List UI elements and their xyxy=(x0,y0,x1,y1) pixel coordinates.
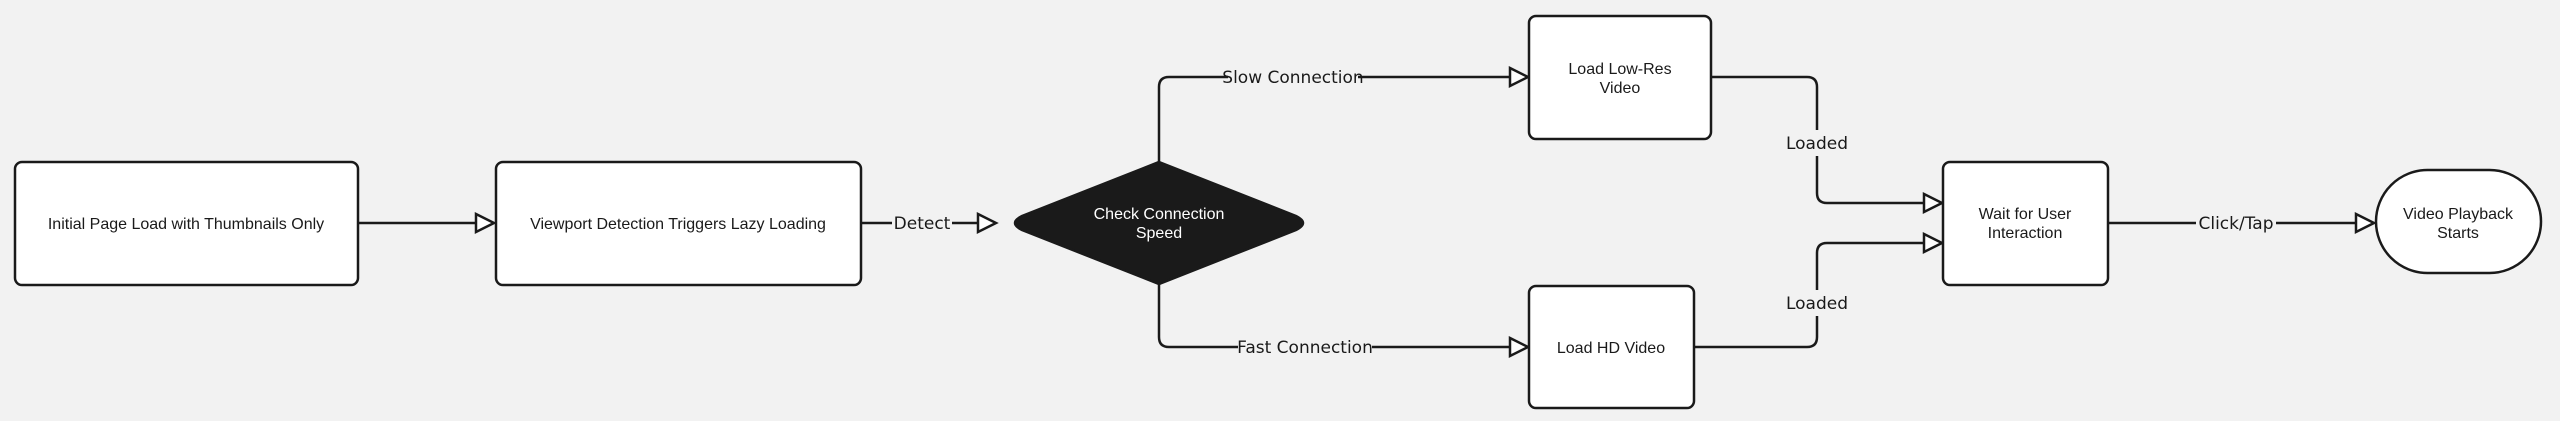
arrowhead xyxy=(1922,191,1945,215)
node-label-line2: Video xyxy=(1600,80,1641,97)
node-label: Load HD Video xyxy=(1557,340,1665,357)
edge-label-click: Click/Tap xyxy=(2198,214,2273,234)
arrowhead xyxy=(2354,211,2377,235)
edge-label-slow: Slow Connection xyxy=(1222,68,1363,88)
node-wait-for-user-interaction: Wait for User Interaction xyxy=(1941,160,2110,287)
edge-label-loaded-low: Loaded xyxy=(1786,134,1848,154)
node-label: Viewport Detection Triggers Lazy Loading xyxy=(530,216,826,233)
node-label-line1: Load Low-Res xyxy=(1568,61,1671,78)
arrowhead xyxy=(1922,231,1945,255)
node-initial-page-load: Initial Page Load with Thumbnails Only xyxy=(13,160,360,287)
node-label-line2: Starts xyxy=(2437,225,2479,242)
edge-lowres-to-wait: Loaded xyxy=(1711,75,1945,215)
node-load-low-res-video: Load Low-Res Video xyxy=(1527,14,1713,141)
arrowhead xyxy=(976,211,999,235)
node-video-playback-starts: Video Playback Starts xyxy=(2374,168,2543,275)
edge-label-fast: Fast Connection xyxy=(1237,338,1373,358)
edge-wait-to-playback: Click/Tap xyxy=(2108,210,2377,236)
node-label-line2: Speed xyxy=(1136,225,1182,242)
arrowhead xyxy=(474,211,497,235)
node-label-line1: Check Connection xyxy=(1094,206,1225,223)
node-label-line2: Interaction xyxy=(1988,225,2063,242)
node-label-line1: Video Playback xyxy=(2403,206,2514,223)
edge-label-loaded-hd: Loaded xyxy=(1786,294,1848,314)
arrowhead xyxy=(1508,65,1531,89)
edge-label-detect: Detect xyxy=(894,214,951,234)
node-load-hd-video: Load HD Video xyxy=(1527,284,1696,410)
arrowhead xyxy=(1508,335,1531,359)
node-check-connection-speed: Check Connection Speed xyxy=(1013,160,1305,286)
edge-check-to-lowres: Slow Connection xyxy=(1157,64,1531,162)
node-viewport-detection: Viewport Detection Triggers Lazy Loading xyxy=(494,160,863,287)
node-label-line1: Wait for User xyxy=(1979,206,2072,223)
edge-initial-to-viewport xyxy=(358,211,497,235)
edge-hd-to-wait: Loaded xyxy=(1694,231,1945,349)
edge-viewport-to-check: Detect xyxy=(861,210,999,236)
node-label: Initial Page Load with Thumbnails Only xyxy=(48,216,324,233)
edge-check-to-hd: Fast Connection xyxy=(1157,284,1531,360)
